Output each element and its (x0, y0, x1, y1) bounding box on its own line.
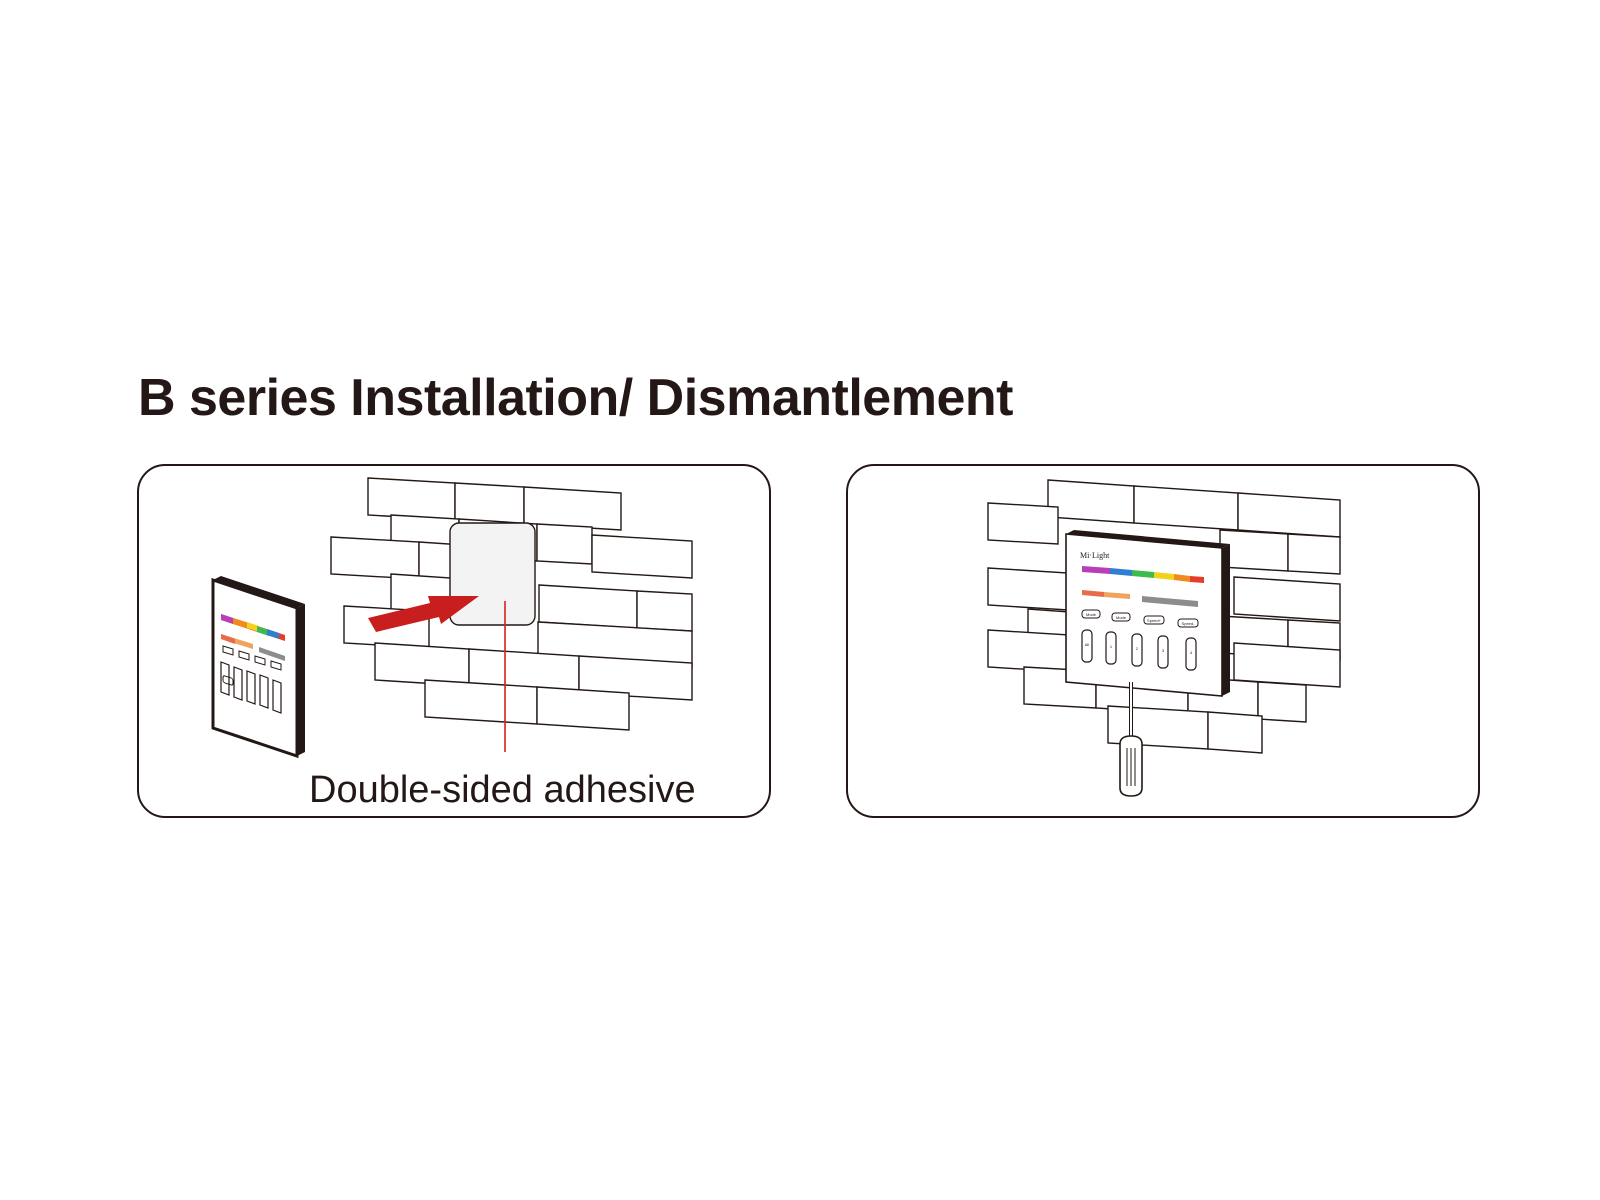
wall-remote: Mi·Light (1065, 530, 1230, 697)
remote-zone-label: 4 (1190, 650, 1193, 655)
remote-zone-label: 1 (1110, 644, 1113, 649)
remote-warm-bar (1082, 590, 1130, 599)
dismantlement-illustration: Mi·Light (987, 479, 1341, 797)
remote-white-bar (1142, 596, 1198, 607)
installation-panel: Double-sided adhesive (137, 464, 771, 818)
remote-buttons (222, 675, 234, 686)
remote-brand: Mi·Light (1080, 551, 1110, 560)
remote-mode-label: Mode (1116, 615, 1127, 620)
remote-warm-bar (221, 634, 253, 649)
remote-zone-label: All (1085, 642, 1090, 647)
remote-mode-label: Mode (1086, 612, 1097, 617)
page-title: B series Installation/ Dismantlement (138, 369, 1013, 427)
remote-zone-sliders (220, 661, 282, 714)
screwdriver (1119, 682, 1143, 797)
remote-zone-label: 2 (1136, 646, 1139, 651)
installation-illustration (211, 477, 693, 759)
remote-rainbow-bar-1 (221, 614, 285, 641)
remote-zone-label: 3 (1162, 648, 1165, 653)
dismantlement-panel: Mi·Light (846, 464, 1480, 818)
remote-mode-label: Speed+ (1147, 618, 1162, 623)
remote-zone-sliders (1081, 629, 1197, 671)
install-arrow (368, 596, 479, 632)
remote-mode-buttons (1081, 609, 1199, 628)
remote-white-bar (259, 647, 285, 661)
remote-mode-label: Speed- (1182, 621, 1196, 626)
adhesive-caption: Double-sided adhesive (309, 769, 696, 811)
remote-rainbow-bar-1 (1082, 566, 1204, 583)
adhesive-pad (449, 522, 536, 626)
wall-remote (211, 576, 305, 759)
